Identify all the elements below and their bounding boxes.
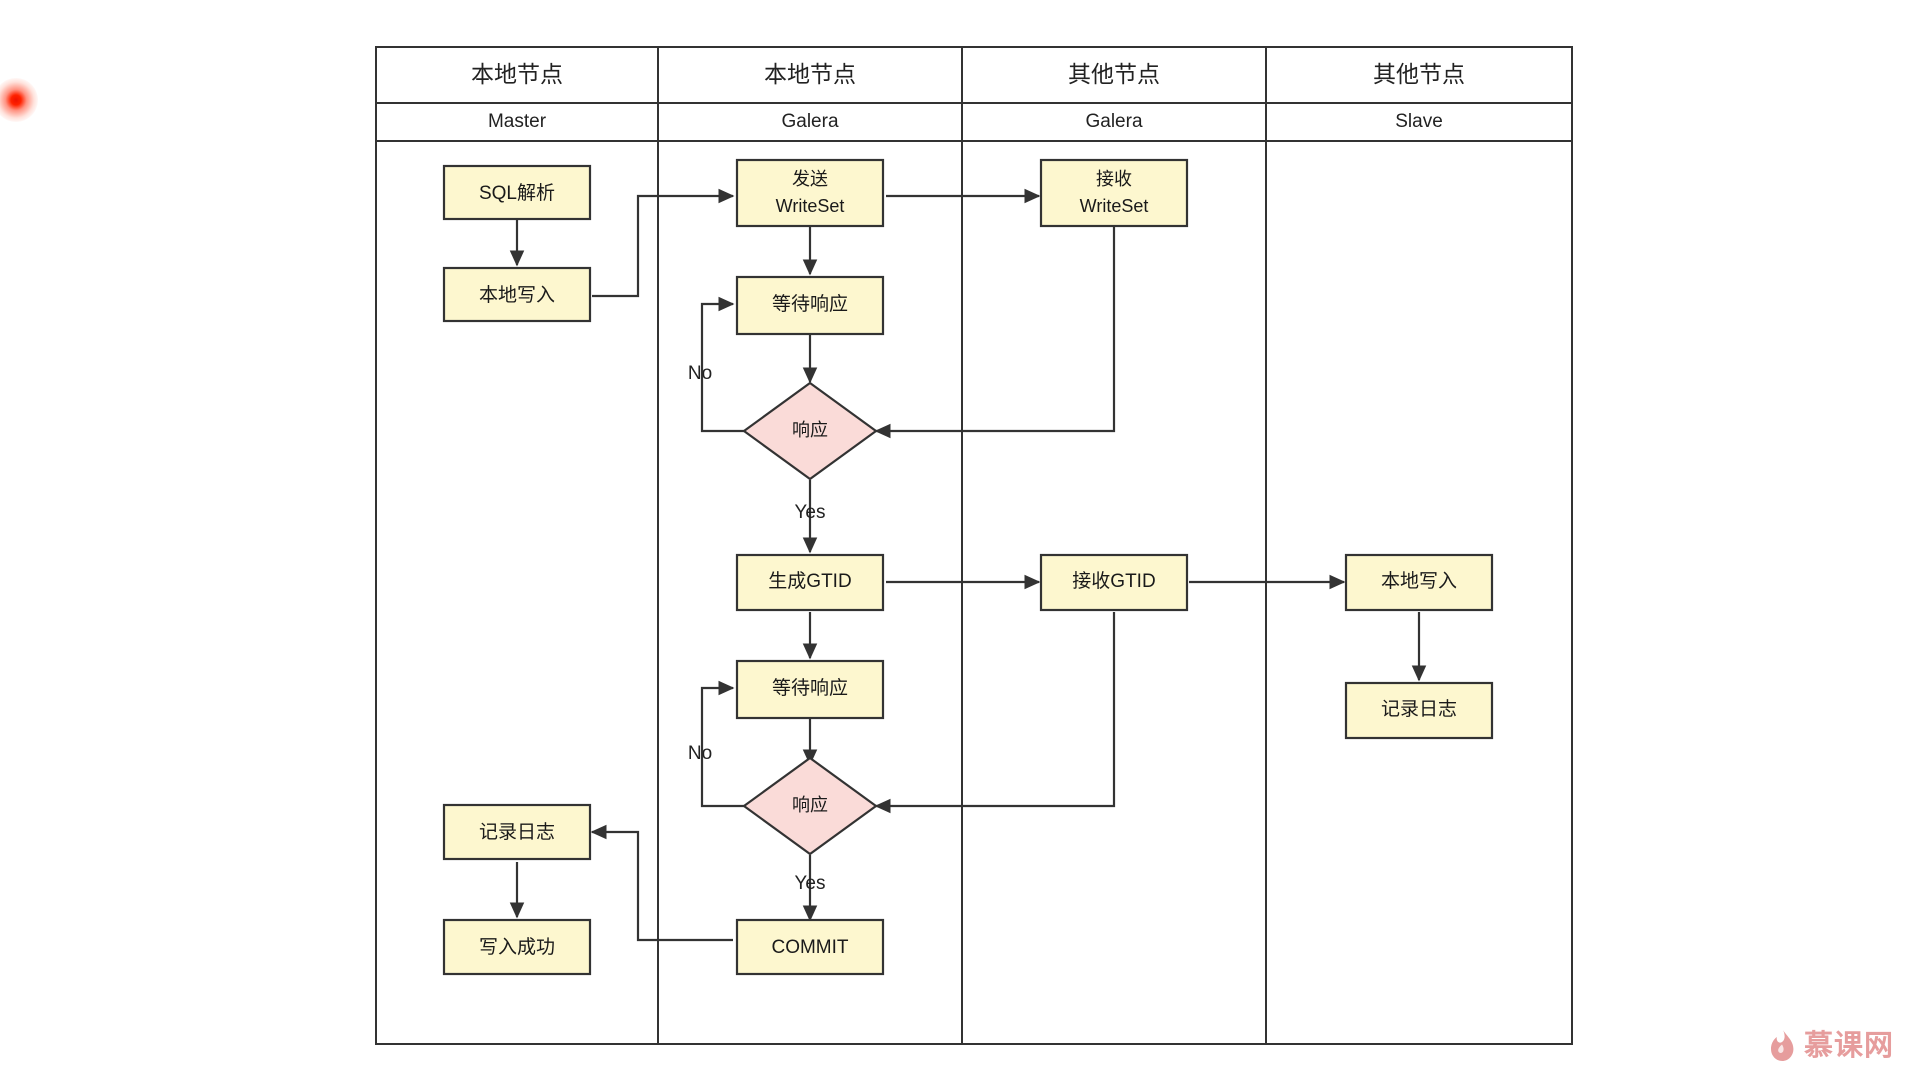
node-write-success-label: 写入成功 (479, 936, 555, 958)
lane-headers: 本地节点 Master 本地节点 Galera 其他节点 Galera 其他节点… (471, 61, 1465, 132)
node-commit[interactable]: COMMIT (735, 918, 885, 976)
node-recv-writeset[interactable]: 接收 WriteSet (1039, 158, 1189, 228)
node-wait-resp-2[interactable]: 等待响应 (735, 659, 885, 720)
node-local-write-master-label: 本地写入 (479, 284, 555, 306)
edge-recvwriteset-to-resp1 (874, 226, 1116, 439)
node-local-write-slave-label: 本地写入 (1381, 570, 1457, 592)
edge-resp2-no-loop (700, 680, 744, 808)
edge-label-yes-2: Yes (795, 873, 826, 894)
node-gen-gtid-box[interactable] (735, 553, 885, 612)
node-send-writeset-label-line1: 发送 (792, 169, 828, 189)
node-log-master-box[interactable] (442, 803, 592, 861)
node-gen-gtid-label: 生成GTID (768, 570, 851, 592)
lane-header-2: 其他节点 (1068, 61, 1160, 87)
lane-subheader-1: Galera (781, 111, 838, 132)
node-recv-writeset-box[interactable] (1039, 158, 1189, 228)
edge-label-no-2: No (688, 743, 712, 764)
node-log-slave[interactable]: 记录日志 (1344, 681, 1494, 740)
node-send-writeset[interactable]: 发送 WriteSet (735, 158, 885, 228)
lane-subheader-0: Master (488, 111, 547, 132)
flame-icon-inner (1778, 1044, 1784, 1053)
edge-recvgtid-to-resp2 (874, 612, 1116, 814)
node-write-success-box[interactable] (442, 918, 592, 976)
node-recv-writeset-label-line1: 接收 (1096, 169, 1132, 189)
lane-header-0: 本地节点 (471, 61, 563, 87)
node-local-write-slave-box[interactable] (1344, 553, 1494, 612)
flame-icon (1770, 1029, 1794, 1061)
node-commit-label: COMMIT (771, 937, 848, 958)
lane-header-3: 其他节点 (1373, 61, 1465, 87)
node-write-success[interactable]: 写入成功 (442, 918, 592, 976)
edge-labels: No Yes No Yes (688, 363, 826, 894)
node-send-writeset-label-line2: WriteSet (776, 196, 845, 216)
node-sql-parse-label: SQL解析 (479, 182, 555, 204)
node-resp-2[interactable]: 响应 (742, 756, 878, 856)
node-wait-resp-1[interactable]: 等待响应 (735, 275, 885, 336)
watermark: 慕课网 (1767, 1028, 1894, 1062)
lane-subheader-2: Galera (1085, 111, 1142, 132)
node-log-master-label: 记录日志 (479, 821, 555, 843)
node-wait-resp-2-label: 等待响应 (772, 677, 848, 699)
node-sql-parse-box[interactable] (442, 164, 592, 221)
lane-header-1: 本地节点 (764, 61, 856, 87)
node-resp-2-diamond[interactable] (742, 756, 878, 856)
edge-commit-to-master-log (590, 824, 733, 942)
node-resp-2-label: 响应 (792, 795, 828, 815)
edge-label-no-1: No (688, 363, 712, 384)
edge-resp1-no-loop (700, 296, 744, 433)
node-log-master[interactable]: 记录日志 (442, 803, 592, 861)
node-resp-1-label: 响应 (792, 420, 828, 440)
edges (509, 188, 1427, 942)
node-recv-gtid-box[interactable] (1039, 553, 1189, 612)
lane-subheader-3: Slave (1395, 111, 1443, 132)
edge-label-yes-1: Yes (795, 502, 826, 523)
node-local-write-master[interactable]: 本地写入 (442, 266, 592, 323)
node-gen-gtid[interactable]: 生成GTID (735, 553, 885, 612)
node-wait-resp-2-box[interactable] (735, 659, 885, 720)
node-log-slave-box[interactable] (1344, 681, 1494, 740)
node-sql-parse[interactable]: SQL解析 (442, 164, 592, 221)
watermark-text: 慕课网 (1803, 1027, 1894, 1062)
node-local-write-slave[interactable]: 本地写入 (1344, 553, 1494, 612)
node-recv-gtid-label: 接收GTID (1072, 570, 1155, 592)
node-local-write-master-box[interactable] (442, 266, 592, 323)
edge-localwrite-to-sendwriteset (592, 188, 735, 298)
node-recv-writeset-label-line2: WriteSet (1080, 196, 1149, 216)
node-send-writeset-box[interactable] (735, 158, 885, 228)
node-resp-1[interactable]: 响应 (742, 381, 878, 481)
node-commit-box[interactable] (735, 918, 885, 976)
node-log-slave-label: 记录日志 (1381, 698, 1457, 720)
node-recv-gtid[interactable]: 接收GTID (1039, 553, 1189, 612)
node-wait-resp-1-label: 等待响应 (772, 293, 848, 315)
node-wait-resp-1-box[interactable] (735, 275, 885, 336)
node-resp-1-diamond[interactable] (742, 381, 878, 481)
